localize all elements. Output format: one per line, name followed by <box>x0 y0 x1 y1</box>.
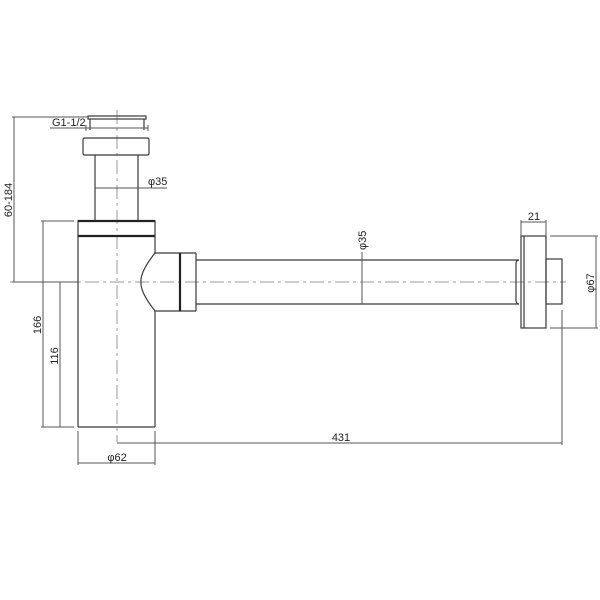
label-length: 431 <box>332 432 350 444</box>
inlet-tube <box>94 155 167 221</box>
dim-body-diameter: φ62 <box>77 431 156 465</box>
dim-outlet-height: 116 <box>49 282 61 427</box>
label-rosette-width: 21 <box>528 211 540 223</box>
dim-rosette-width: 21 <box>520 211 547 236</box>
label-total-height: 166 <box>32 316 44 334</box>
dim-total-height: 166 <box>32 220 74 428</box>
dim-rosette-diameter: φ67 <box>550 235 598 329</box>
label-thread: G1-1/2 <box>52 117 86 129</box>
wall-rosette <box>515 235 563 329</box>
dim-length: 431 <box>117 310 563 445</box>
label-inlet-height: 60-184 <box>3 183 15 217</box>
label-outlet-height: 116 <box>49 347 61 365</box>
label-inlet-diameter: φ35 <box>148 176 167 188</box>
centerlines <box>10 110 566 442</box>
outlet-elbow <box>140 252 197 312</box>
trap-body <box>77 219 156 428</box>
label-outlet-diameter: φ35 <box>357 231 369 250</box>
inlet-flange <box>85 115 149 131</box>
label-rosette-diameter: φ67 <box>585 273 597 292</box>
label-body-diameter: φ62 <box>107 452 126 464</box>
dim-inlet-height: 60-184 <box>3 116 88 283</box>
inlet-nut <box>82 137 150 156</box>
outlet-pipe <box>196 252 519 305</box>
